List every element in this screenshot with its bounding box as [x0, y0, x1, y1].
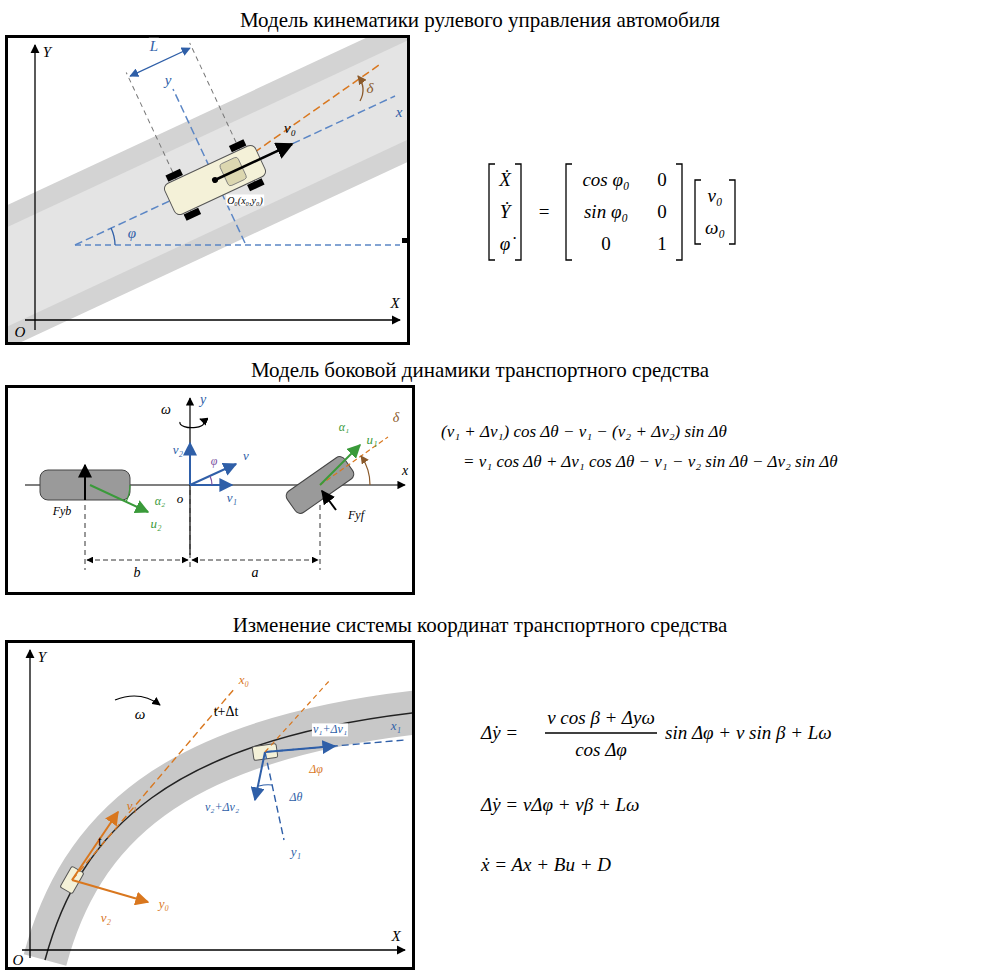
matrix-cell: 1: [656, 234, 668, 255]
matrix-cell: Ẏ: [499, 202, 512, 223]
dimension-label: L: [149, 38, 159, 55]
angle-label: φ: [210, 455, 219, 468]
angle-arc: [111, 228, 115, 245]
panel-heading: Модель боковой динамики транспортного ср…: [251, 358, 709, 383]
dot-mark: [402, 238, 407, 243]
vehicle-x-axis: [75, 96, 395, 245]
formula-term: v cos β + Δyω: [546, 708, 656, 729]
vector-label: v₀: [283, 120, 297, 137]
vector-label: u₁: [365, 433, 378, 447]
matrix-cell: 0: [656, 202, 668, 223]
axis-label: x: [401, 463, 409, 478]
time-label: t+Δt: [213, 704, 240, 719]
matrix-brackets: [489, 164, 735, 260]
lateral-model: [25, 398, 405, 570]
equals-sign: =: [538, 202, 551, 223]
formula-line: Δ̇y = vΔφ + vβ + Lω: [480, 795, 641, 816]
vector-label: v₁+Δv₁: [312, 723, 348, 736]
angle-label: δ: [392, 410, 401, 425]
vector-label: v: [242, 449, 250, 463]
origin-label: o: [176, 492, 185, 506]
angle-label: ω: [134, 706, 147, 723]
formula-line: (v₁ + Δv₁) cos Δθ − v₁ − (v₂ + Δv₂) sin …: [440, 423, 728, 442]
axis-label: x₀: [238, 673, 250, 687]
axis-label: x: [395, 104, 404, 121]
angle-label: δ: [366, 80, 375, 97]
time-label: t: [97, 834, 103, 849]
reference-line: [75, 244, 400, 245]
force-label: Fyb: [52, 505, 73, 518]
angle-label: α₂: [154, 495, 166, 508]
angle-label: ω: [160, 402, 172, 417]
matrix-cell: 0: [656, 170, 668, 191]
axis-label: y₀: [158, 897, 170, 911]
fraction-bar: [545, 732, 657, 733]
matrix-cell: 0: [600, 234, 612, 255]
axis-label: O: [14, 324, 27, 341]
axis-label: y: [199, 392, 207, 407]
dimension-label: b: [133, 565, 142, 580]
vector-label: v₂: [100, 911, 112, 925]
vector-label: u₂: [149, 517, 162, 531]
axis-label: x₁: [390, 719, 402, 733]
formula-line: = v₁ cos Δθ + Δv₁ cos Δθ − v₁ − v₂ sin Δ…: [462, 453, 839, 472]
vector-label: v₁: [126, 799, 138, 813]
vector-label: v₂: [172, 443, 184, 457]
axis-label: O: [12, 952, 25, 969]
angle-label: φ: [127, 225, 137, 242]
axis-label: y: [164, 72, 173, 89]
panel-frame: Модель кинематики рулевого управления ав…: [5, 35, 410, 345]
vector-label: v₁: [226, 491, 238, 505]
formula-term: sin Δφ + v sin β + Lω: [664, 723, 833, 744]
panel-heading: Изменение системы координат транспортног…: [233, 613, 728, 638]
panel-heading: Модель кинематики рулевого управления ав…: [240, 8, 720, 33]
matrix-cell: cos φ₀: [581, 170, 630, 191]
matrix-cell: φ̇: [499, 234, 512, 255]
vector-label: v₂+Δv₂: [204, 801, 240, 814]
curved-road: [45, 712, 412, 960]
force-label: Fyf: [347, 509, 365, 522]
axis-label: X: [390, 928, 401, 945]
axis-label: y₁: [290, 845, 302, 859]
angle-label: α₁: [338, 421, 350, 434]
panel-frame: Модель боковой динамики транспортного ср…: [5, 385, 415, 595]
matrix-cell: v₀: [706, 186, 723, 207]
formula-term: Δ̇y =: [480, 723, 519, 744]
matrix-cell: sin φ₀: [583, 202, 629, 223]
formula-line: ẋ = Ax + Bu + D: [480, 855, 612, 876]
axis-label: Y: [42, 44, 52, 61]
formula-term: cos Δφ: [574, 740, 628, 761]
axis-label: X: [389, 295, 400, 312]
matrix-cell: Ẋ: [498, 170, 512, 191]
angle-arc: [358, 76, 363, 101]
coordinate-change: [22, 650, 405, 958]
car-figure: [113, 22, 303, 224]
angle-label: Δθ: [289, 791, 304, 804]
angle-label: Δφ: [308, 763, 324, 776]
matrix-cell: ω₀: [704, 218, 726, 239]
axes: [25, 45, 400, 330]
dimension-label: a: [251, 565, 260, 580]
point-label: O₀(x₀,y₀): [226, 195, 264, 206]
axis-label: Y: [37, 649, 47, 666]
road-band: [8, 38, 407, 342]
